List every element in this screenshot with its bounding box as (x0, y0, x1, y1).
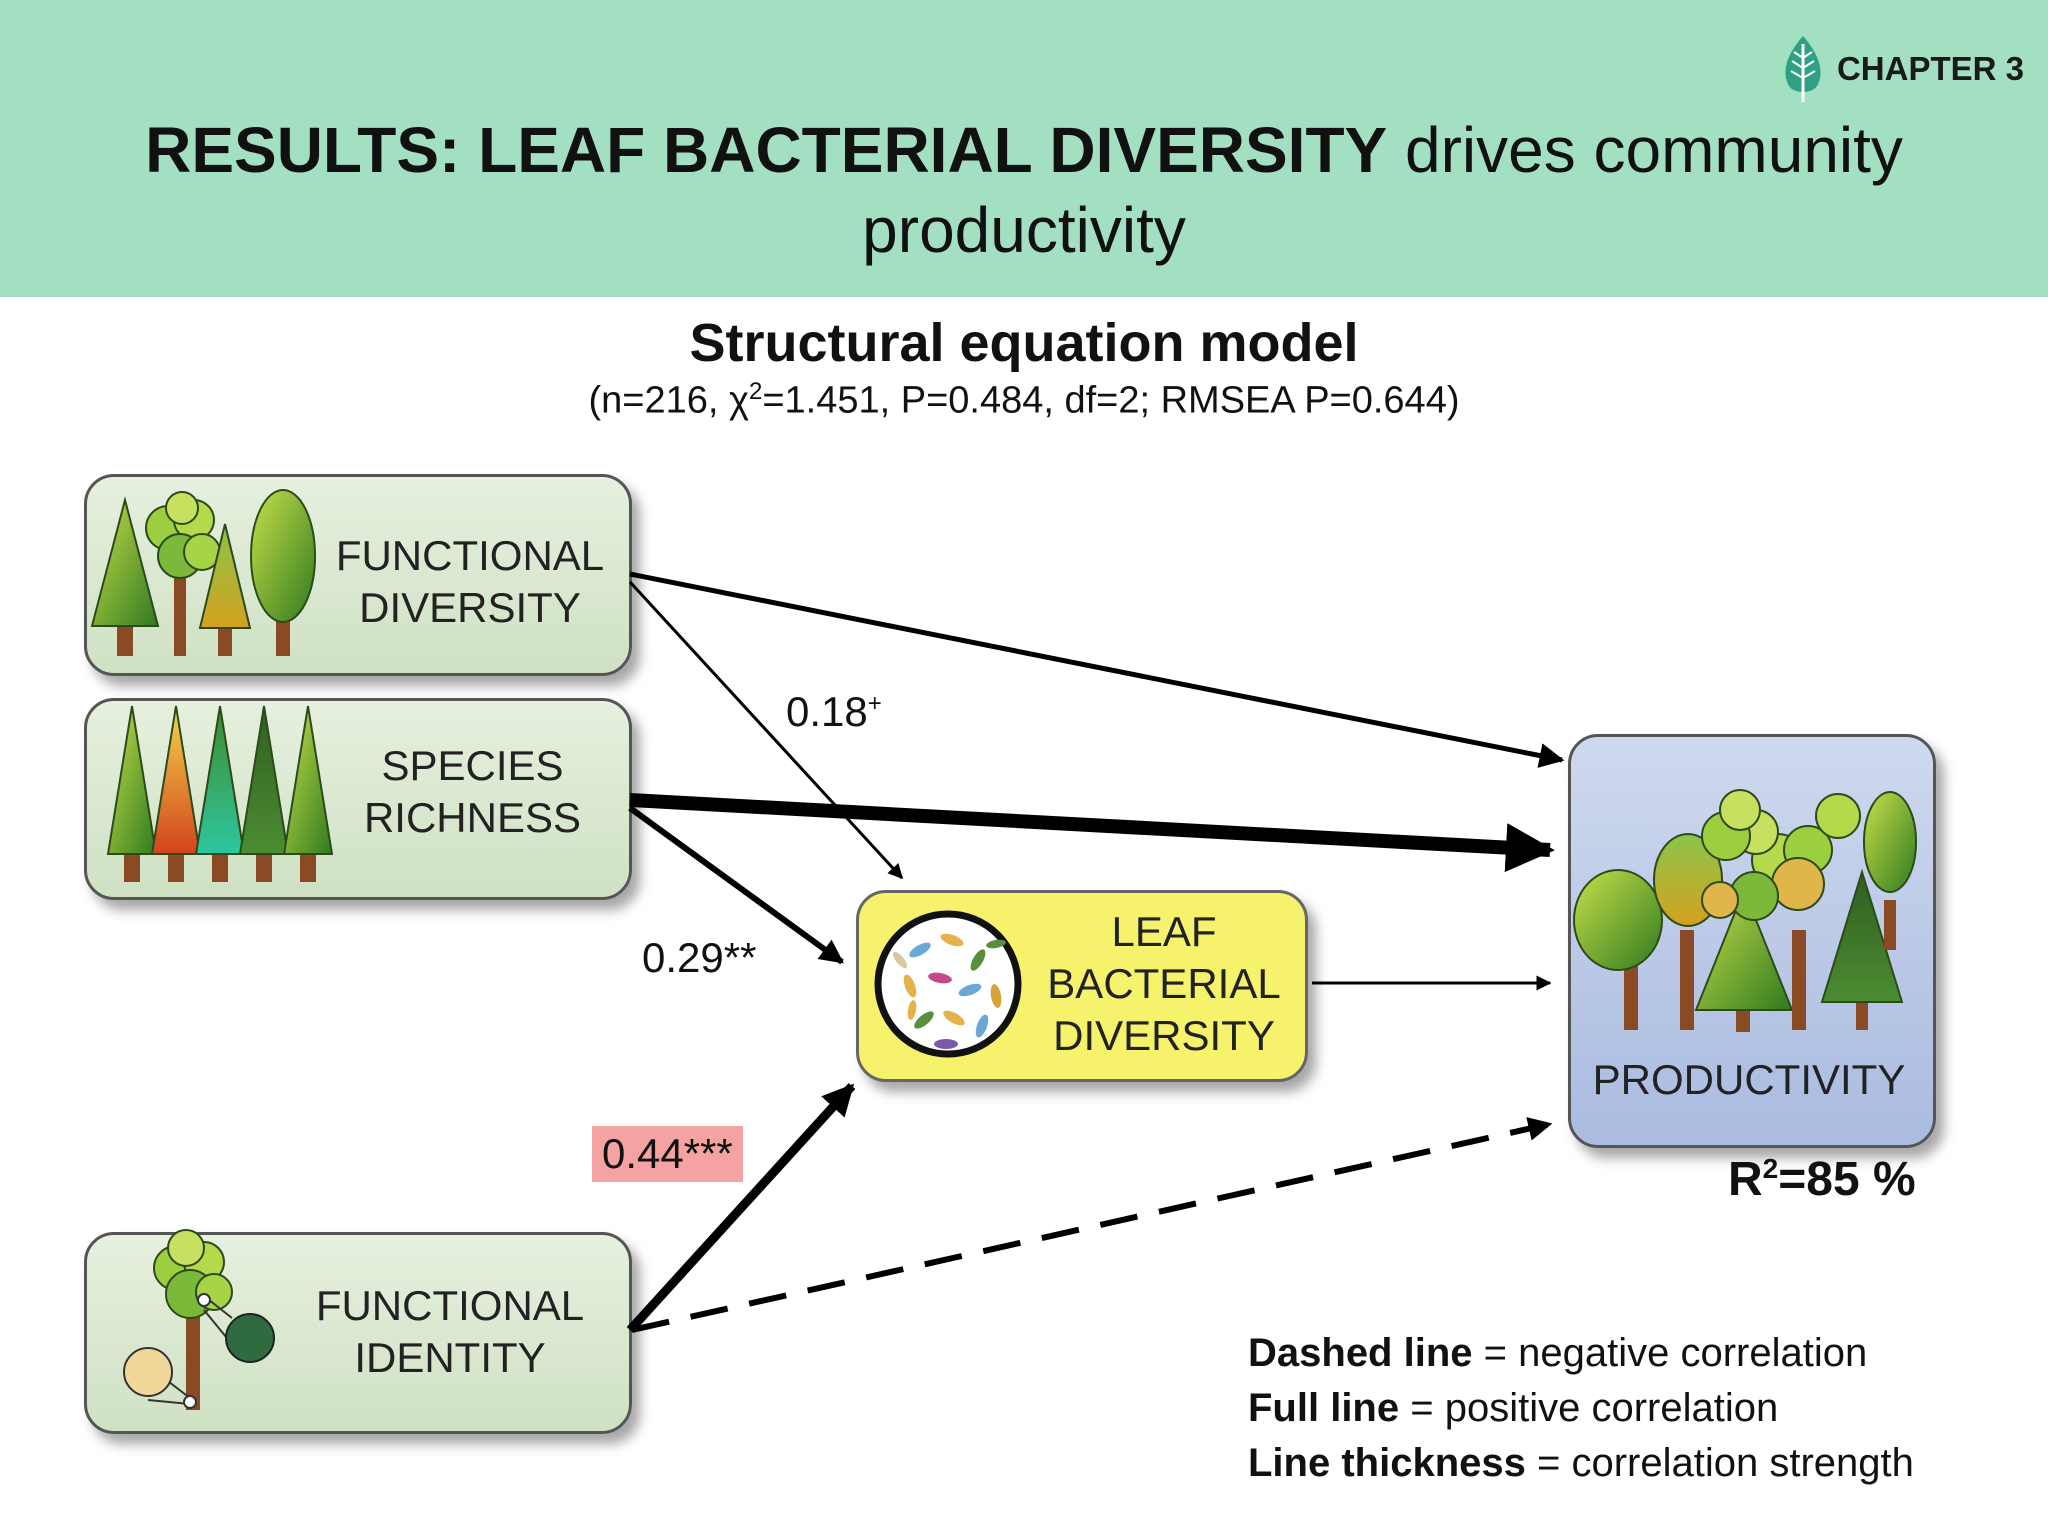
model-title: Structural equation model (689, 313, 1359, 373)
legend-item-thickness: Line thickness = correlation strength (1248, 1441, 1914, 1485)
coef-fi-lbd: 0.44*** (592, 1126, 743, 1182)
title-rest: drives community productivity (862, 114, 1903, 266)
path-fi-productivity (631, 1117, 1553, 1333)
species-richness-trees-icon (106, 705, 334, 882)
title-bold: RESULTS: LEAF BACTERIAL DIVERSITY (145, 114, 1388, 186)
bacteria-dish-icon (874, 910, 1022, 1058)
path-fd-productivity (629, 571, 1565, 768)
coef-fd-lbd: 0.18+ (786, 688, 882, 735)
r-squared: R2=85 % (1728, 1153, 1916, 1206)
model-stats: (n=216, χ2=1.451, P=0.484, df=2; RMSEA P… (588, 378, 1460, 422)
chapter-label: CHAPTER 3 (1836, 50, 2024, 87)
functional-identity-tree-icon (123, 1229, 275, 1410)
page-title: RESULTS: LEAF BACTERIAL DIVERSITY drives… (60, 110, 1988, 270)
path-sr-productivity (629, 793, 1555, 873)
path-sr-lbd (628, 805, 844, 965)
legend-item-dashed: Dashed line = negative correlation (1248, 1331, 1868, 1375)
legend: Dashed line = negative correlation Full … (1248, 1326, 1914, 1491)
functional-diversity-trees-icon (90, 489, 316, 656)
path-fd-lbd (628, 580, 904, 880)
path-fi-lbd (626, 1082, 856, 1334)
productivity-label: PRODUCTIVITY (1592, 1056, 1906, 1103)
coef-sr-lbd: 0.29** (642, 934, 757, 981)
chapter-badge: CHAPTER 3 (1779, 34, 2024, 104)
leaf-icon (1785, 36, 1821, 102)
productivity-forest-icon (1573, 789, 1917, 1032)
header-banner: CHAPTER 3 RESULTS: LEAF BACTERIAL DIVERS… (0, 0, 2048, 297)
legend-item-full: Full line = positive correlation (1248, 1386, 1779, 1430)
